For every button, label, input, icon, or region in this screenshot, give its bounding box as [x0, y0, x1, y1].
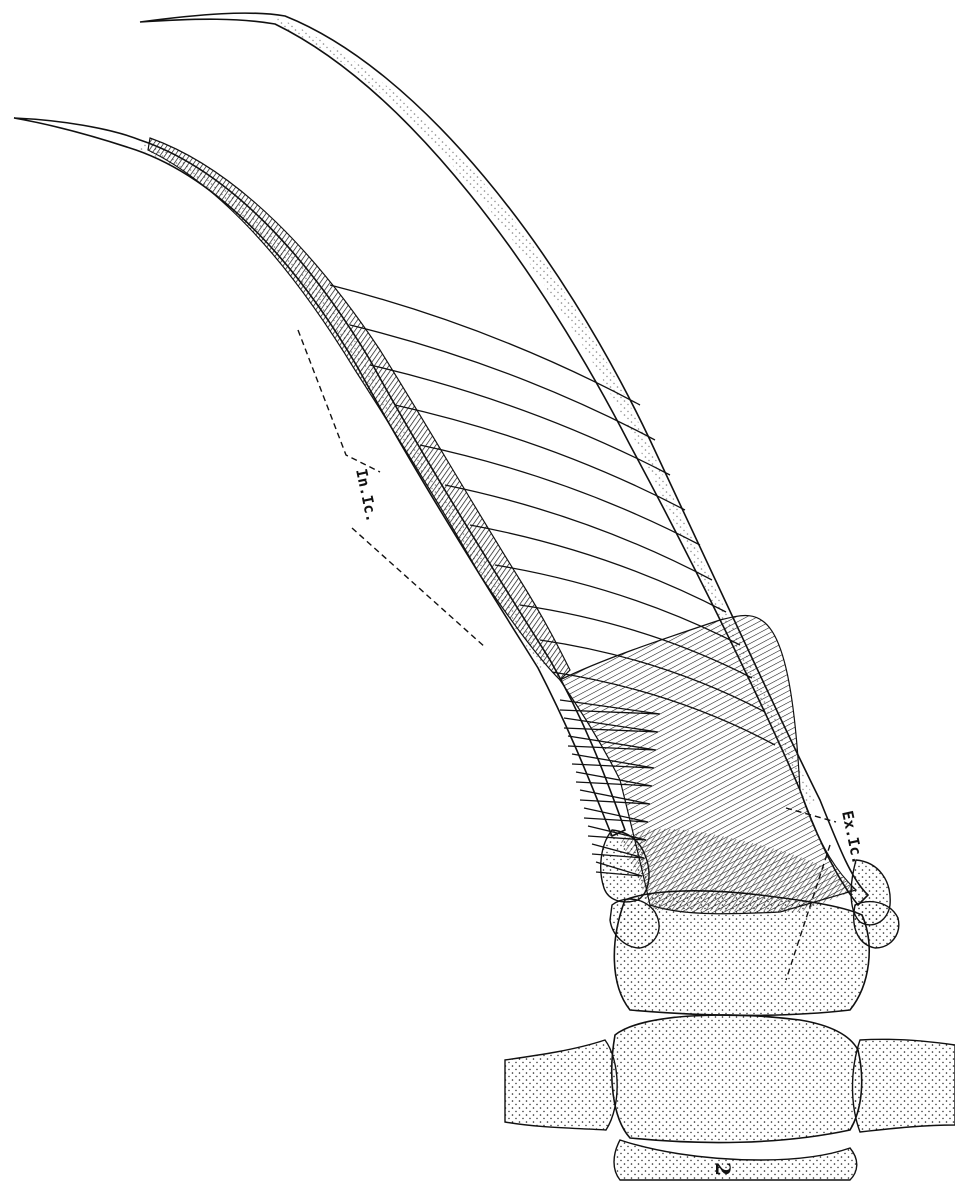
vertebral-column-right	[853, 1039, 955, 1132]
label-internal-intercostal: In.Ic.	[352, 467, 381, 524]
vertebra-body	[612, 1015, 862, 1143]
rib-inner-stipple	[140, 142, 548, 668]
vertebral-column-left	[505, 1040, 617, 1130]
figure-number: 2	[711, 1162, 735, 1176]
rib-inner	[14, 118, 625, 836]
